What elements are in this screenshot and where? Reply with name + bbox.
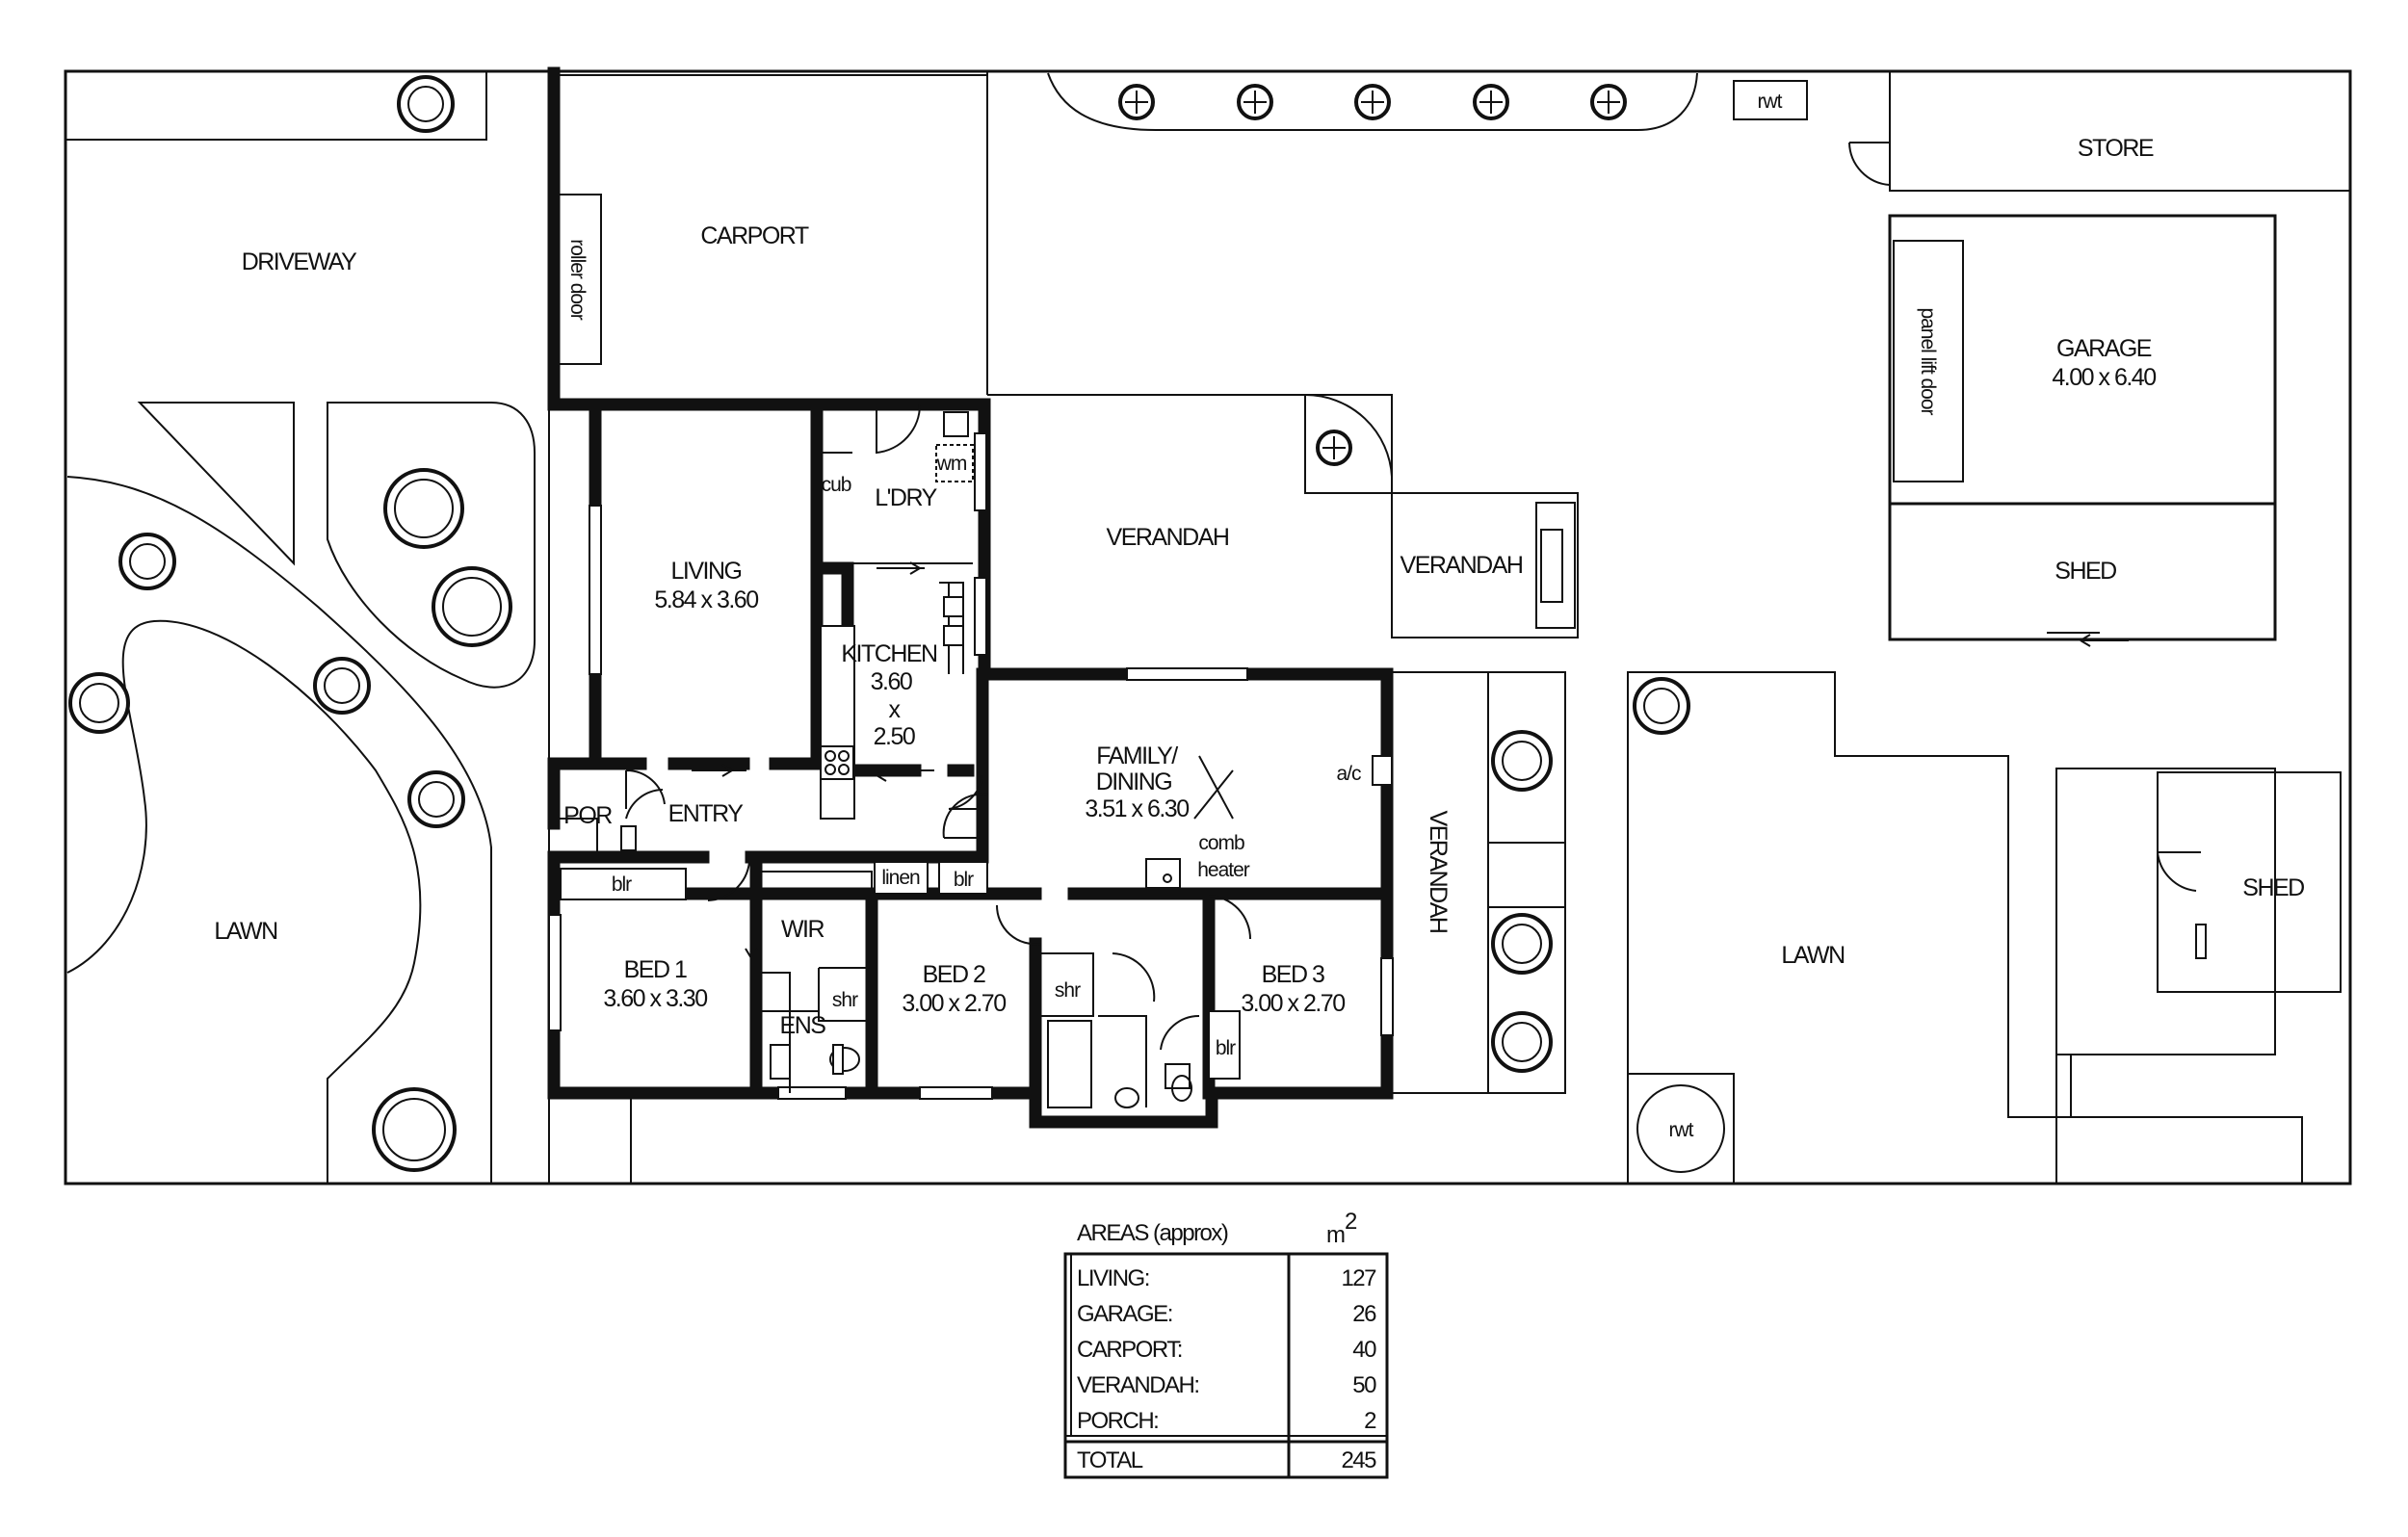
rwt-bottom-label: rwt — [1669, 1119, 1694, 1141]
site-lines — [64, 69, 2352, 1185]
areas-row-label: VERANDAH: — [1077, 1372, 1199, 1398]
verandah-top-label: VERANDAH — [1107, 524, 1229, 551]
shr-bath-label: shr — [1055, 979, 1081, 1002]
shr-ens-label: shr — [832, 989, 858, 1011]
tree-icon — [68, 672, 130, 734]
lawn-right-label: LAWN — [1781, 942, 1845, 969]
heater-label: heater — [1197, 859, 1250, 881]
tree-icon — [1491, 1011, 1553, 1073]
cub-label: cub — [822, 474, 851, 496]
interior-details — [548, 404, 1394, 1108]
areas-row-label: PORCH: — [1077, 1408, 1158, 1434]
kitchen-dim-x: x — [889, 696, 902, 723]
wir-label: WIR — [781, 916, 824, 943]
bed2-dims: 3.00 x 2.70 — [902, 990, 1006, 1017]
areas-total-label: TOTAL — [1077, 1447, 1143, 1473]
tree-icon — [118, 533, 176, 590]
linen-label: linen — [881, 867, 920, 889]
areas-row-label: CARPORT: — [1077, 1337, 1182, 1363]
shrub-icon — [1354, 84, 1391, 120]
shrub-icon — [1590, 84, 1627, 120]
verandah-side-label: VERANDAH — [1400, 552, 1523, 579]
blr-hall-label: blr — [954, 869, 974, 891]
blr-bed1-label: blr — [612, 873, 632, 896]
ens-label: ENS — [780, 1012, 826, 1039]
family-dims: 3.51 x 6.30 — [1085, 795, 1189, 822]
areas-row-value: 2 — [1364, 1408, 1376, 1434]
comb-label: comb — [1198, 832, 1244, 854]
por-label: POR — [563, 802, 612, 829]
areas-title: AREAS (approx) — [1077, 1220, 1228, 1246]
areas-row-value: 40 — [1352, 1337, 1376, 1363]
kitchen-label: KITCHEN — [841, 640, 937, 667]
room-labels: DRIVEWAY CARPORT roller door STORE rwt G… — [214, 91, 2305, 1141]
shed-top-label: SHED — [2055, 558, 2116, 585]
right-yard — [1627, 671, 2342, 1185]
laundry-label: L'DRY — [875, 484, 937, 511]
bed3-label: BED 3 — [1262, 961, 1324, 988]
family-label: FAMILY/ — [1096, 742, 1178, 769]
areas-row-value: 127 — [1341, 1265, 1376, 1291]
garage-dims: 4.00 x 6.40 — [2052, 364, 2156, 391]
panel-lift-door-label: panel lift door — [1917, 307, 1939, 415]
garage-block — [1848, 142, 2277, 641]
bed1-dims: 3.60 x 3.30 — [603, 985, 707, 1012]
lawn-left-label: LAWN — [214, 918, 277, 945]
carport-label: CARPORT — [700, 222, 809, 249]
bed1-label: BED 1 — [624, 956, 687, 983]
tree-icon — [407, 770, 465, 828]
kitchen-dim-b: 2.50 — [874, 723, 915, 750]
blr-bed3-label: blr — [1216, 1037, 1236, 1059]
tree-icon — [1633, 677, 1690, 735]
kitchen-dim-a: 3.60 — [871, 668, 912, 695]
areas-row-label: LIVING: — [1077, 1265, 1149, 1291]
living-dims: 5.84 x 3.60 — [654, 586, 758, 613]
shrub-icon — [1118, 84, 1155, 120]
driveway-label: DRIVEWAY — [242, 248, 357, 275]
tree-icon — [1491, 913, 1553, 975]
living-label: LIVING — [671, 558, 742, 585]
areas-unit: m — [1326, 1222, 1345, 1248]
tree-icon — [1491, 730, 1553, 792]
bed2-label: BED 2 — [923, 961, 985, 988]
verandahs — [987, 393, 1579, 1094]
shrub-icon — [1316, 430, 1352, 466]
areas-total-value: 245 — [1341, 1447, 1376, 1473]
roller-door-label: roller door — [566, 239, 589, 321]
shrub-icon — [1237, 84, 1273, 120]
rwt-top-label: rwt — [1758, 91, 1783, 113]
tree-icon — [397, 75, 455, 133]
areas-row-value: 26 — [1352, 1301, 1376, 1327]
areas-row-label: GARAGE: — [1077, 1301, 1172, 1327]
trees — [68, 75, 1690, 1172]
tree-icon — [372, 1087, 457, 1172]
shrub-icon — [1473, 84, 1509, 120]
tree-icon — [432, 566, 512, 647]
house-walls — [547, 66, 1394, 1129]
tree-icon — [383, 468, 464, 549]
entry-label: ENTRY — [668, 800, 745, 827]
dining-label: DINING — [1096, 768, 1172, 795]
garage-label: GARAGE — [2056, 335, 2152, 362]
door-arrows — [692, 561, 2091, 962]
areas-unit-sup: 2 — [1345, 1209, 1357, 1235]
shed-right-label: SHED — [2242, 874, 2304, 901]
verandah-east-label: VERANDAH — [1425, 811, 1452, 933]
ac-label: a/c — [1336, 763, 1361, 785]
carport — [556, 74, 987, 365]
tree-icon — [313, 657, 371, 715]
wm-label: wm — [936, 453, 967, 475]
areas-row-value: 50 — [1352, 1372, 1376, 1398]
store-label: STORE — [2078, 135, 2154, 162]
bed3-dims: 3.00 x 2.70 — [1241, 990, 1345, 1017]
